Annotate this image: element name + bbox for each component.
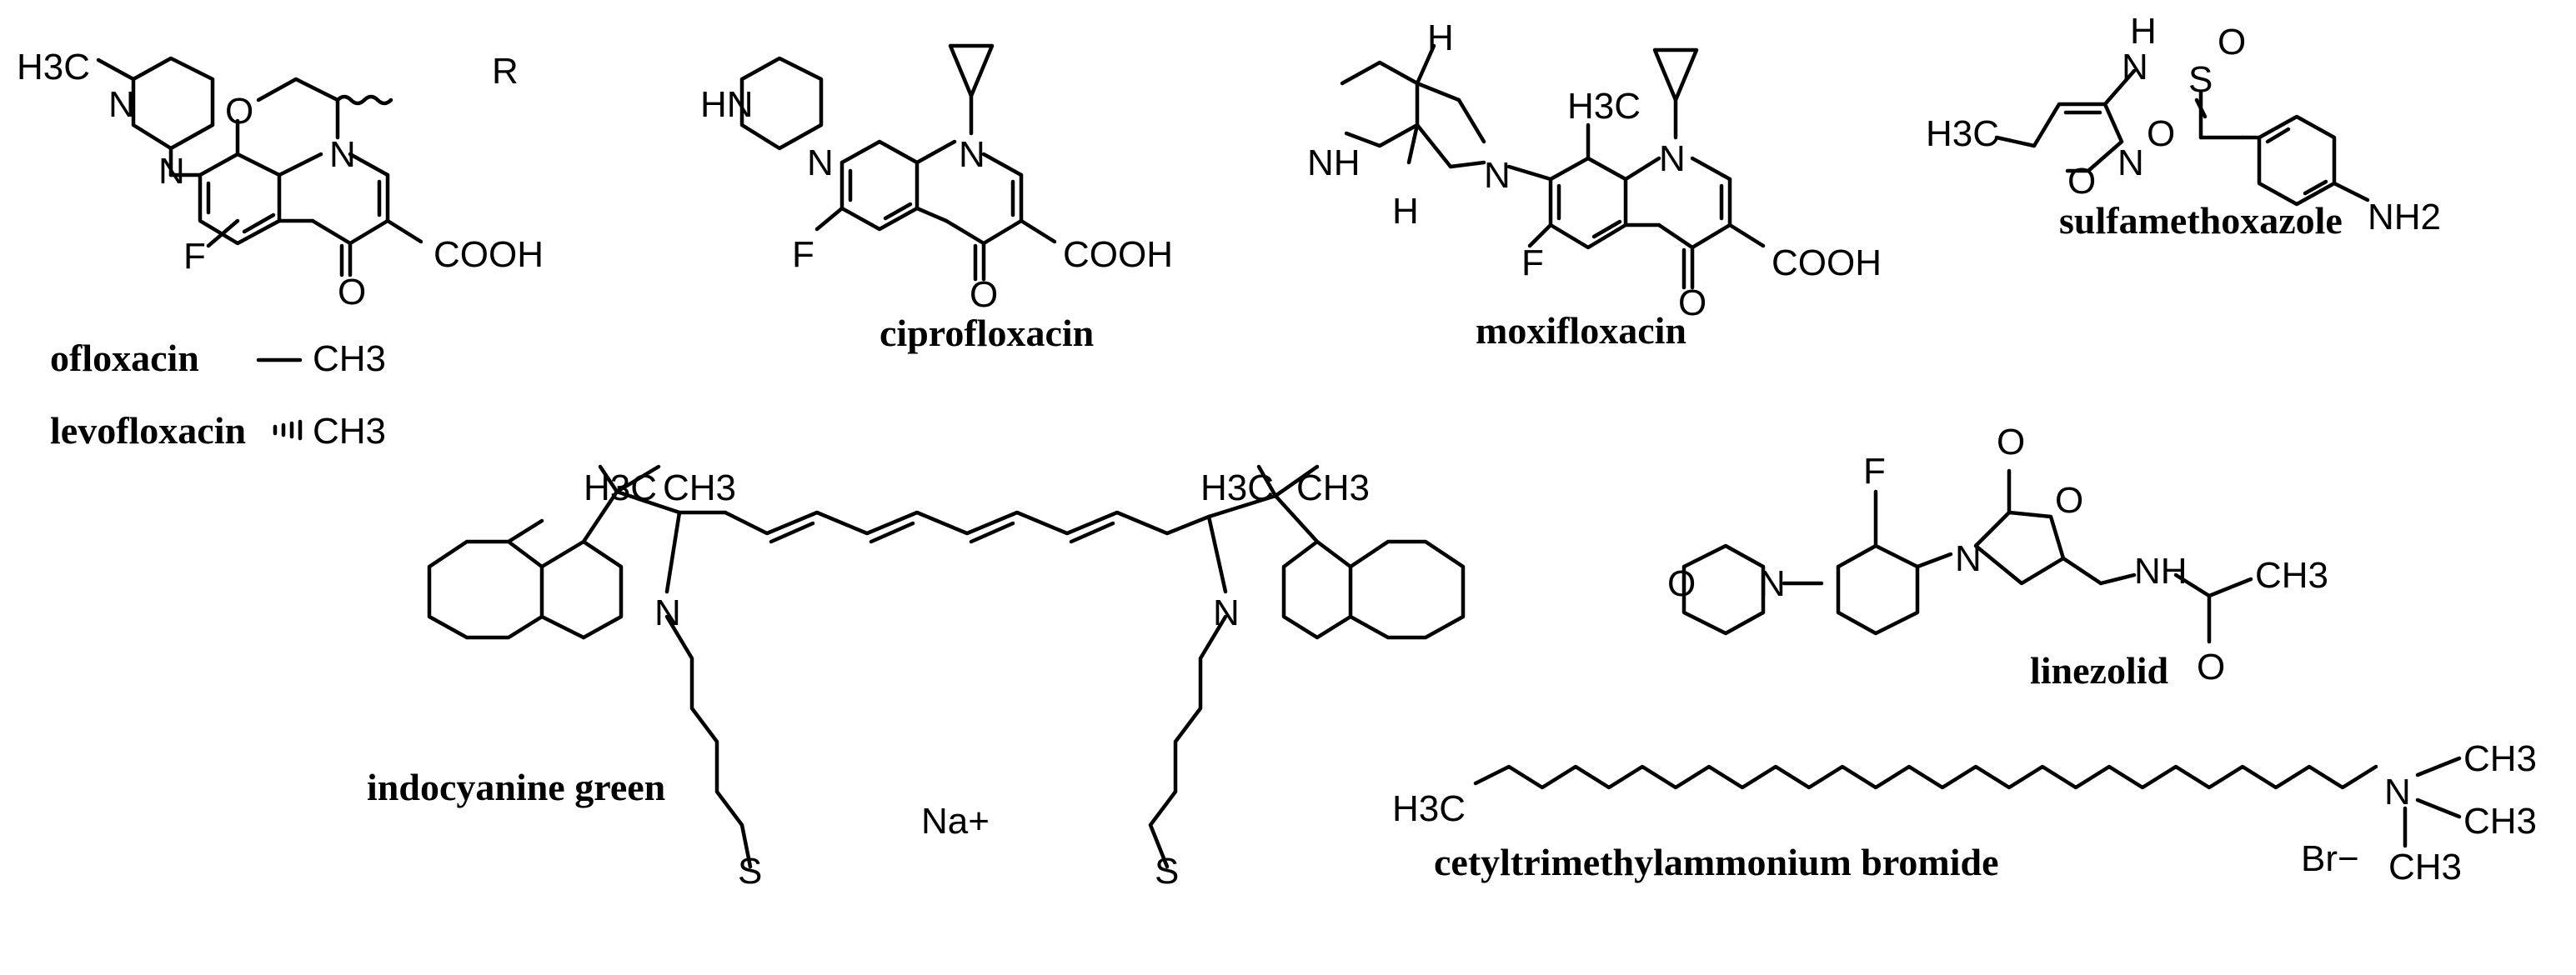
label-ofloxacin: ofloxacin — [50, 337, 199, 379]
lzd-n-ring: N — [1955, 538, 1982, 579]
oflox-o: O — [225, 91, 253, 132]
cipro-f: F — [792, 234, 814, 275]
lzd-o-ring: O — [2055, 480, 2083, 521]
ctab-n-plus: N — [2384, 772, 2411, 812]
smx-o2: O — [2147, 113, 2175, 154]
lzd-ch3: CH3 — [2255, 555, 2328, 596]
cipro-cooh: COOH — [1063, 234, 1173, 275]
smx-h: H — [2130, 11, 2157, 52]
label-ctab: cetyltrimethylammonium bromide — [1434, 841, 1999, 883]
moxi-cooh: COOH — [1772, 242, 1882, 283]
ofloxacin-structure — [96, 56, 423, 441]
lzd-nh: NH — [2134, 551, 2188, 592]
oflox-f: F — [183, 236, 206, 277]
levofloxacin-ch3: CH3 — [313, 411, 386, 452]
icg-s-right: S — [1155, 851, 1179, 892]
label-ciprofloxacin: ciprofloxacin — [880, 312, 1094, 354]
cipro-n2: N — [807, 142, 834, 183]
sulfamethoxazole-structure — [1994, 68, 2370, 207]
ctab-structure — [1473, 756, 2462, 848]
icg-h3c-left: H3C — [584, 468, 657, 508]
label-linezolid: linezolid — [2030, 649, 2169, 692]
cipro-n1: N — [959, 134, 985, 175]
moxi-carbonyl-o: O — [1678, 282, 1706, 323]
lzd-n-morpholine: N — [1759, 563, 1786, 604]
icg-s-left: S — [738, 851, 762, 892]
ctab-bromide: Br− — [2301, 838, 2359, 879]
ctab-ch3-2: CH3 — [2463, 801, 2537, 842]
icg-n-right: N — [1213, 592, 1240, 633]
icg-ch3-right: CH3 — [1296, 468, 1370, 508]
moxi-h-bottom: H — [1392, 191, 1419, 232]
ctab-ch3-1: CH3 — [2463, 738, 2537, 779]
ctab-ch3-3: CH3 — [2388, 847, 2462, 888]
cipro-hn: HN — [700, 84, 754, 125]
linezolid-structure — [1681, 468, 2253, 644]
oflox-n3: N — [329, 134, 356, 175]
moxi-n1: N — [1659, 138, 1686, 179]
oflox-n1: N — [108, 84, 135, 125]
indocyanine-green-structure — [427, 464, 1466, 869]
lzd-carbonyl-o: O — [1997, 422, 2025, 462]
ctab-h3c: H3C — [1392, 788, 1466, 829]
moxi-h3c: H3C — [1567, 86, 1641, 127]
label-sulfamethoxazole: sulfamethoxazole — [2059, 199, 2343, 242]
moxi-h-top: H — [1427, 18, 1454, 58]
smx-o1: O — [2218, 22, 2246, 62]
lzd-amide-o: O — [2197, 647, 2225, 688]
smx-o-ring: O — [2067, 161, 2096, 202]
smx-s: S — [2188, 59, 2213, 100]
label-moxifloxacin: moxifloxacin — [1476, 309, 1686, 352]
icg-n-plus: N — [654, 592, 681, 633]
moxi-n2: N — [1484, 155, 1511, 196]
lzd-o-morpholine: O — [1667, 563, 1696, 604]
smx-h3c: H3C — [1926, 113, 1999, 154]
cipro-carbonyl-o: O — [970, 274, 998, 315]
moxi-f: F — [1521, 242, 1544, 283]
oflox-n2: N — [158, 151, 185, 192]
lzd-f: F — [1863, 451, 1886, 492]
moxifloxacin-structure — [1340, 43, 1766, 290]
oflox-r: R — [492, 51, 519, 92]
oflox-cooh: COOH — [434, 234, 544, 275]
icg-sodium: Na+ — [921, 801, 990, 842]
oflox-carbonyl-o: O — [338, 272, 366, 312]
ciprofloxacin-structure — [739, 43, 1057, 282]
moxi-nh: NH — [1307, 142, 1361, 183]
icg-h3c-right: H3C — [1200, 468, 1274, 508]
icg-ch3-left: CH3 — [663, 468, 736, 508]
smx-n-amide: N — [2122, 47, 2148, 88]
smx-nh2: NH2 — [2368, 197, 2441, 238]
label-levofloxacin: levofloxacin — [50, 409, 246, 452]
smx-n-ring: N — [2117, 142, 2144, 183]
oflox-h3c: H3C — [17, 47, 90, 88]
label-indocyanine-green: indocyanine green — [367, 766, 665, 808]
ofloxacin-ch3: CH3 — [313, 338, 386, 379]
